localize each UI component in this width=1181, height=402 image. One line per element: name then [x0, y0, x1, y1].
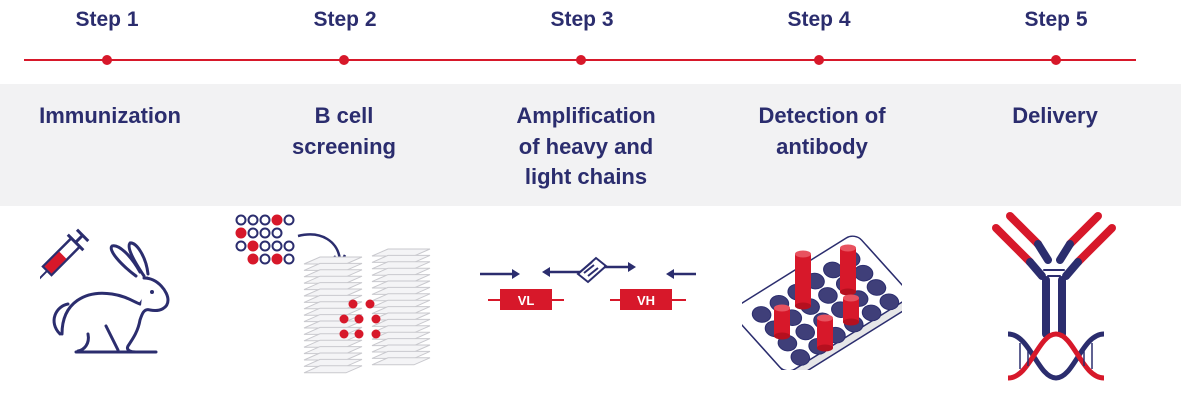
step-5-label: Step 5 [1024, 8, 1088, 31]
step-4-label: Step 4 [787, 8, 851, 31]
vl-label: VL [518, 293, 535, 308]
timeline-dot-5 [1051, 55, 1061, 65]
rabbit-syringe-icon [40, 228, 170, 354]
step-3-label: Step 3 [550, 8, 614, 31]
elisa-plate-icon [742, 235, 902, 370]
step-5-title: Delivery [1012, 103, 1098, 128]
antibody-dna-icon [992, 212, 1116, 381]
titles-band [0, 84, 1181, 206]
timeline-dot-3 [576, 55, 586, 65]
timeline-dot-1 [102, 55, 112, 65]
timeline-dot-4 [814, 55, 824, 65]
pcr-primers-icon: VL VH [480, 256, 696, 310]
timeline-dot-2 [339, 55, 349, 65]
step-2-label: Step 2 [313, 8, 377, 31]
cell-plates-icon [235, 214, 431, 374]
vh-label: VH [637, 293, 655, 308]
step-1-title: Immunization [39, 103, 181, 128]
step-1-label: Step 1 [75, 8, 139, 31]
